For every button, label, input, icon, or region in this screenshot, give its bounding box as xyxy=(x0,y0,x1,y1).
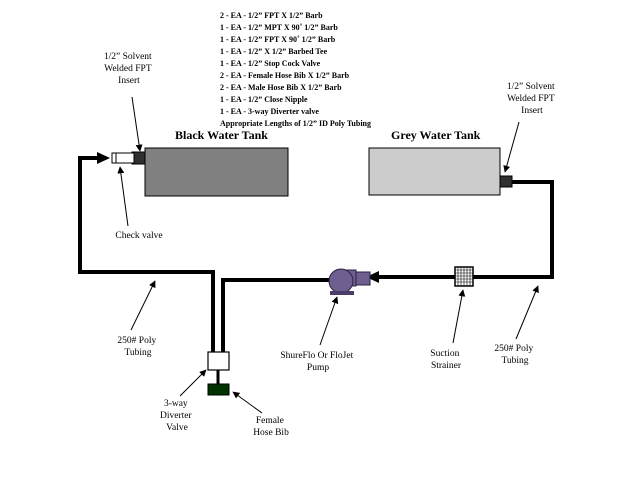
leader-arrow xyxy=(452,289,466,344)
solvent-insert-right-label: 1/2” Solvent Welded FPT Insert xyxy=(507,82,557,116)
pump-discharge-line xyxy=(221,278,330,352)
leader-arrows xyxy=(117,96,539,414)
flow-arrow-icon xyxy=(97,152,110,164)
poly-tubing-left-label: 250# Poly Tubing xyxy=(117,336,158,358)
grey-water-tank xyxy=(368,147,513,196)
diverter-valve-label: 3-way Diverter Valve xyxy=(160,399,194,433)
parts-list-item: 1 - EA - 1/2” Close Nipple xyxy=(220,95,308,104)
solvent-insert-left-label: 1/2” Solvent Welded FPT Insert xyxy=(104,52,154,86)
parts-list-item: 1 - EA - 3-way Diverter valve xyxy=(220,107,319,116)
parts-list-item: 1 - EA - 1/2” MPT X 90˚ 1/2” Barb xyxy=(220,23,338,32)
black-water-tank xyxy=(111,147,289,197)
black-tank-title: Black Water Tank xyxy=(175,128,268,142)
black-tank-body xyxy=(144,147,289,197)
hose-bib-icon xyxy=(207,383,230,396)
parts-list: 2 - EA - 1/2” FPT X 1/2” Barb 1 - EA - 1… xyxy=(220,11,371,128)
check-valve-icon xyxy=(111,152,135,164)
suction-strainer-label: Suction Strainer xyxy=(430,349,462,371)
check-valve-label: Check valve xyxy=(115,231,162,241)
parts-list-item: 1 - EA - 1/2” X 1/2” Barbed Tee xyxy=(220,47,328,56)
leader-arrow xyxy=(117,166,129,227)
flow-arrow-icon xyxy=(366,271,379,283)
leader-arrow xyxy=(503,121,520,173)
parts-list-item: Appropriate Lengths of 1/2” ID Poly Tubi… xyxy=(220,119,371,128)
leader-arrow xyxy=(179,369,207,397)
leader-arrow xyxy=(130,280,156,331)
suction-strainer xyxy=(454,266,474,287)
hose-bib-label: Female Hose Bib xyxy=(253,416,289,438)
parts-list-item: 1 - EA - 1/2” FPT X 90˚ 1/2” Barb xyxy=(220,35,336,44)
grey-tank-title: Grey Water Tank xyxy=(391,128,481,142)
leader-arrow xyxy=(515,285,539,340)
diverter-valve-icon xyxy=(207,351,230,371)
parts-list-item: 2 - EA - Male Hose Bib X 1/2” Barb xyxy=(220,83,342,92)
suction-line xyxy=(375,180,554,279)
leader-arrow xyxy=(131,96,143,152)
pump-label: ShureFlo Or FloJet Pump xyxy=(280,351,355,373)
grey-tank-body xyxy=(368,147,501,196)
parts-list-item: 2 - EA - 1/2” FPT X 1/2” Barb xyxy=(220,11,323,20)
pump-icon xyxy=(328,268,371,295)
solvent-insert-right xyxy=(499,175,513,188)
poly-tubing-right-label: 250# Poly Tubing xyxy=(494,344,535,366)
leader-arrow xyxy=(319,296,339,346)
parts-list-item: 2 - EA - Female Hose Bib X 1/2” Barb xyxy=(220,71,350,80)
leader-arrow xyxy=(232,391,263,414)
parts-list-item: 1 - EA - 1/2” Stop Cock Valve xyxy=(220,59,321,68)
return-line xyxy=(78,156,215,352)
